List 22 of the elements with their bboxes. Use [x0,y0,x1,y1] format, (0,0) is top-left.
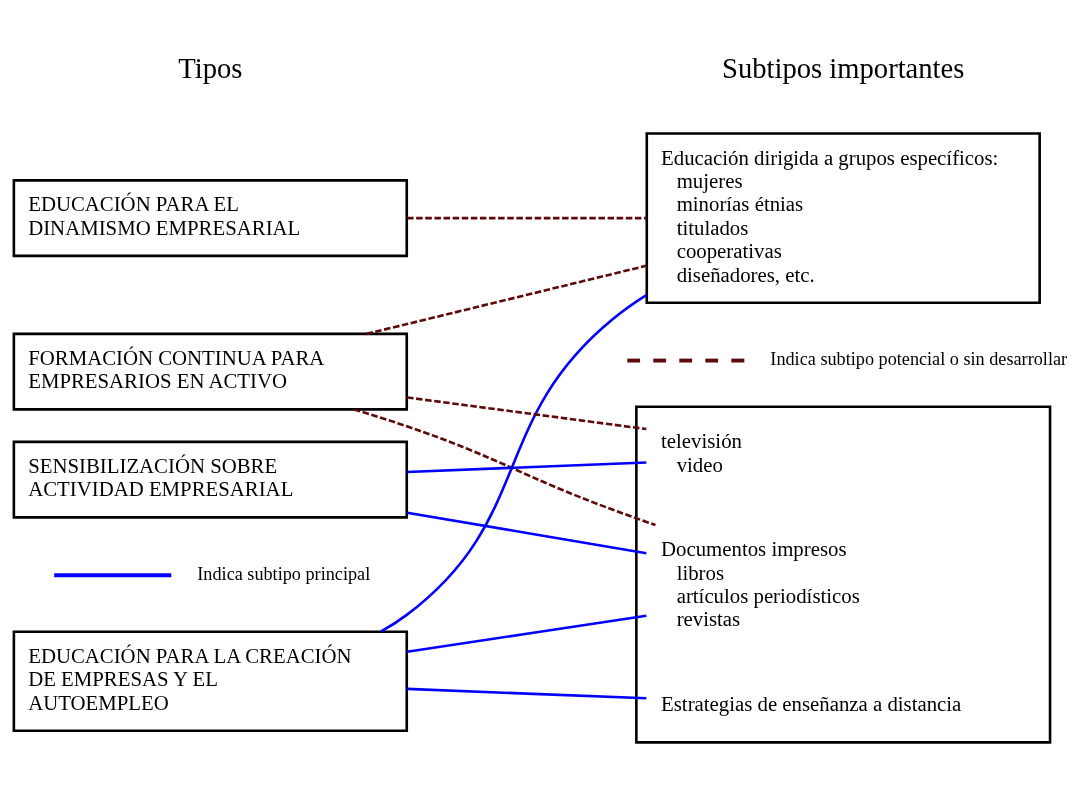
legend-label: Indica subtipo principal [197,563,371,584]
node-box: SENSIBILIZACIÓN SOBRE ACTIVIDAD EMPRESARIAL [12,440,409,519]
node-text: Estrategias de enseñanza a distancia [661,691,962,716]
node-text: televisión video [661,428,742,477]
label: Tipos [178,52,243,84]
node-box: FORMACIÓN CONTINUA PARA EMPRESARIOS EN ACTIVO [12,332,409,411]
node-text: Documentos impresos libros artículos periodísticos revistas [661,536,860,631]
node-box: Educación dirigida a grupos específicos: mujeres minorías étnias titulados cooperativas diseñadores, etc. [645,131,1041,304]
label: Subtipos importantes [722,52,965,84]
connector [406,510,647,554]
connector [407,395,647,430]
connector [407,460,647,473]
connector [407,687,647,700]
cluster [635,404,1052,744]
connector [353,407,656,526]
node-box: EDUCACIÓN PARA LA CREACIÓN DE EMPRESAS Y EL AUTOEMPLEO [12,630,409,732]
connector [406,613,647,653]
connector [380,293,647,633]
connector [366,264,647,335]
node-box: EDUCACIÓN PARA EL DINAMISMO EMPRESARIAL [12,178,409,257]
connector [407,216,647,219]
legend-label: Indica subtipo potencial o sin desarrollar [770,348,1068,369]
